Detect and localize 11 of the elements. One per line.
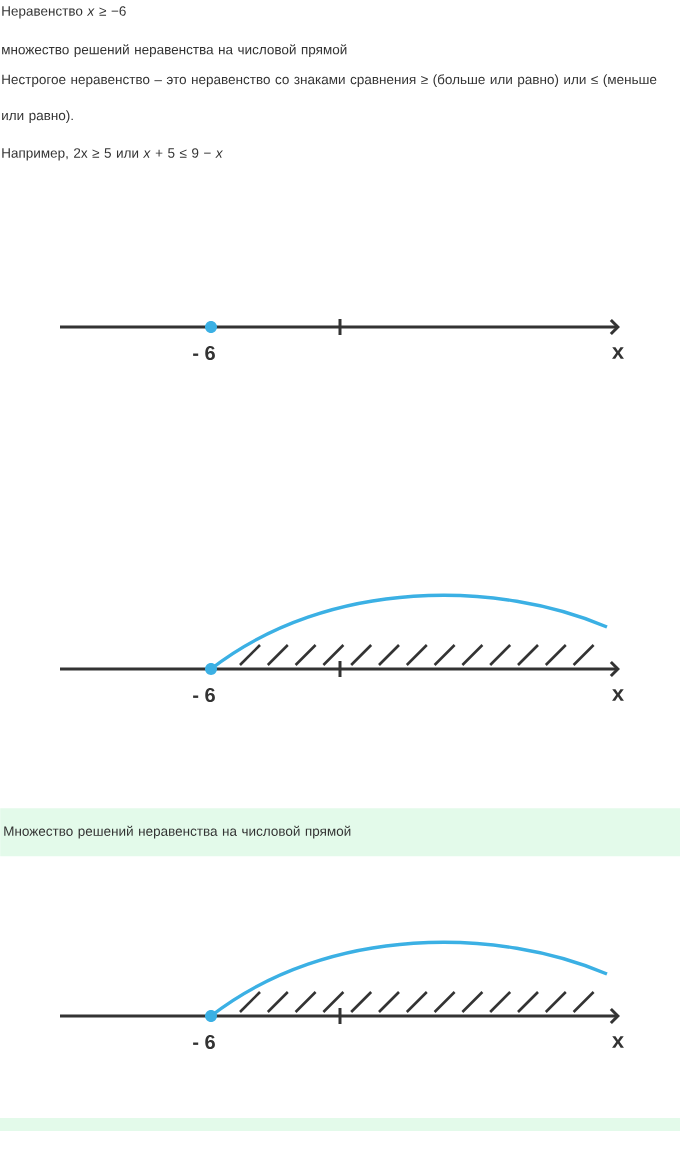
text-line: множество решений неравенства на числовой прямой <box>2 44 347 58</box>
text-line: Нестрогое неравенство – это неравенство со знаками сравнения ≥ (больше или равно) или ≤ (меньше или равно). <box>2 74 657 123</box>
axis-label: x <box>612 1036 624 1048</box>
point-label: - 6 <box>193 687 215 703</box>
heading-band: Множество решений неравенства на числовой прямой <box>0 808 680 857</box>
point-label: - 6 <box>193 345 215 361</box>
text-line: Например, 2x ≥ 5 или x + 5 ≤ 9 − x <box>2 148 223 161</box>
axis-label: x <box>612 347 624 359</box>
point-label: - 6 <box>193 1034 215 1050</box>
axis-label: x <box>612 689 624 701</box>
text-line: Неравенство x ≥ −6 <box>2 6 126 19</box>
